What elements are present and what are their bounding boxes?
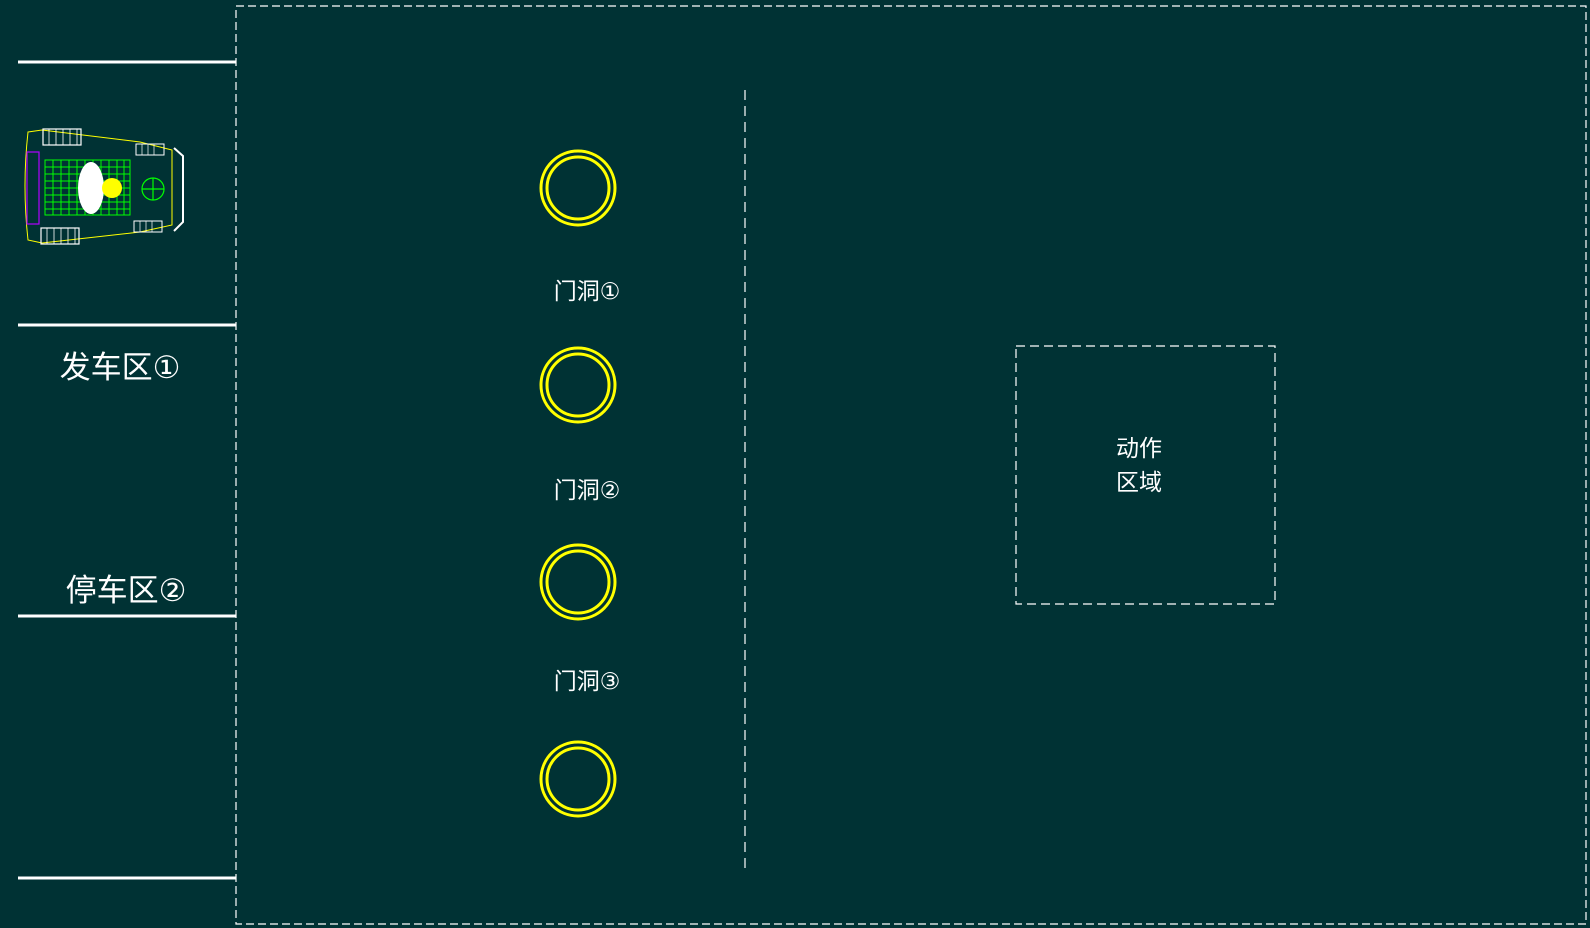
action-area-label-line2: 区域 (1116, 470, 1162, 496)
pole-3 (539, 543, 617, 621)
gate-label-3: 门洞③ (554, 669, 621, 695)
pole-4 (539, 740, 617, 818)
pole-1 (539, 149, 617, 227)
robot-car-icon (24, 128, 184, 245)
action-area-label-line1: 动作 (1116, 436, 1162, 462)
parking-zone-label: 停车区② (66, 573, 187, 609)
field-boundary (235, 5, 1587, 925)
gate-label-2: 门洞② (554, 478, 621, 504)
action-area-box (1015, 345, 1276, 605)
gate-label-1: 门洞① (554, 279, 621, 305)
pole-2 (539, 346, 617, 424)
start-zone-label: 发车区① (60, 350, 181, 386)
